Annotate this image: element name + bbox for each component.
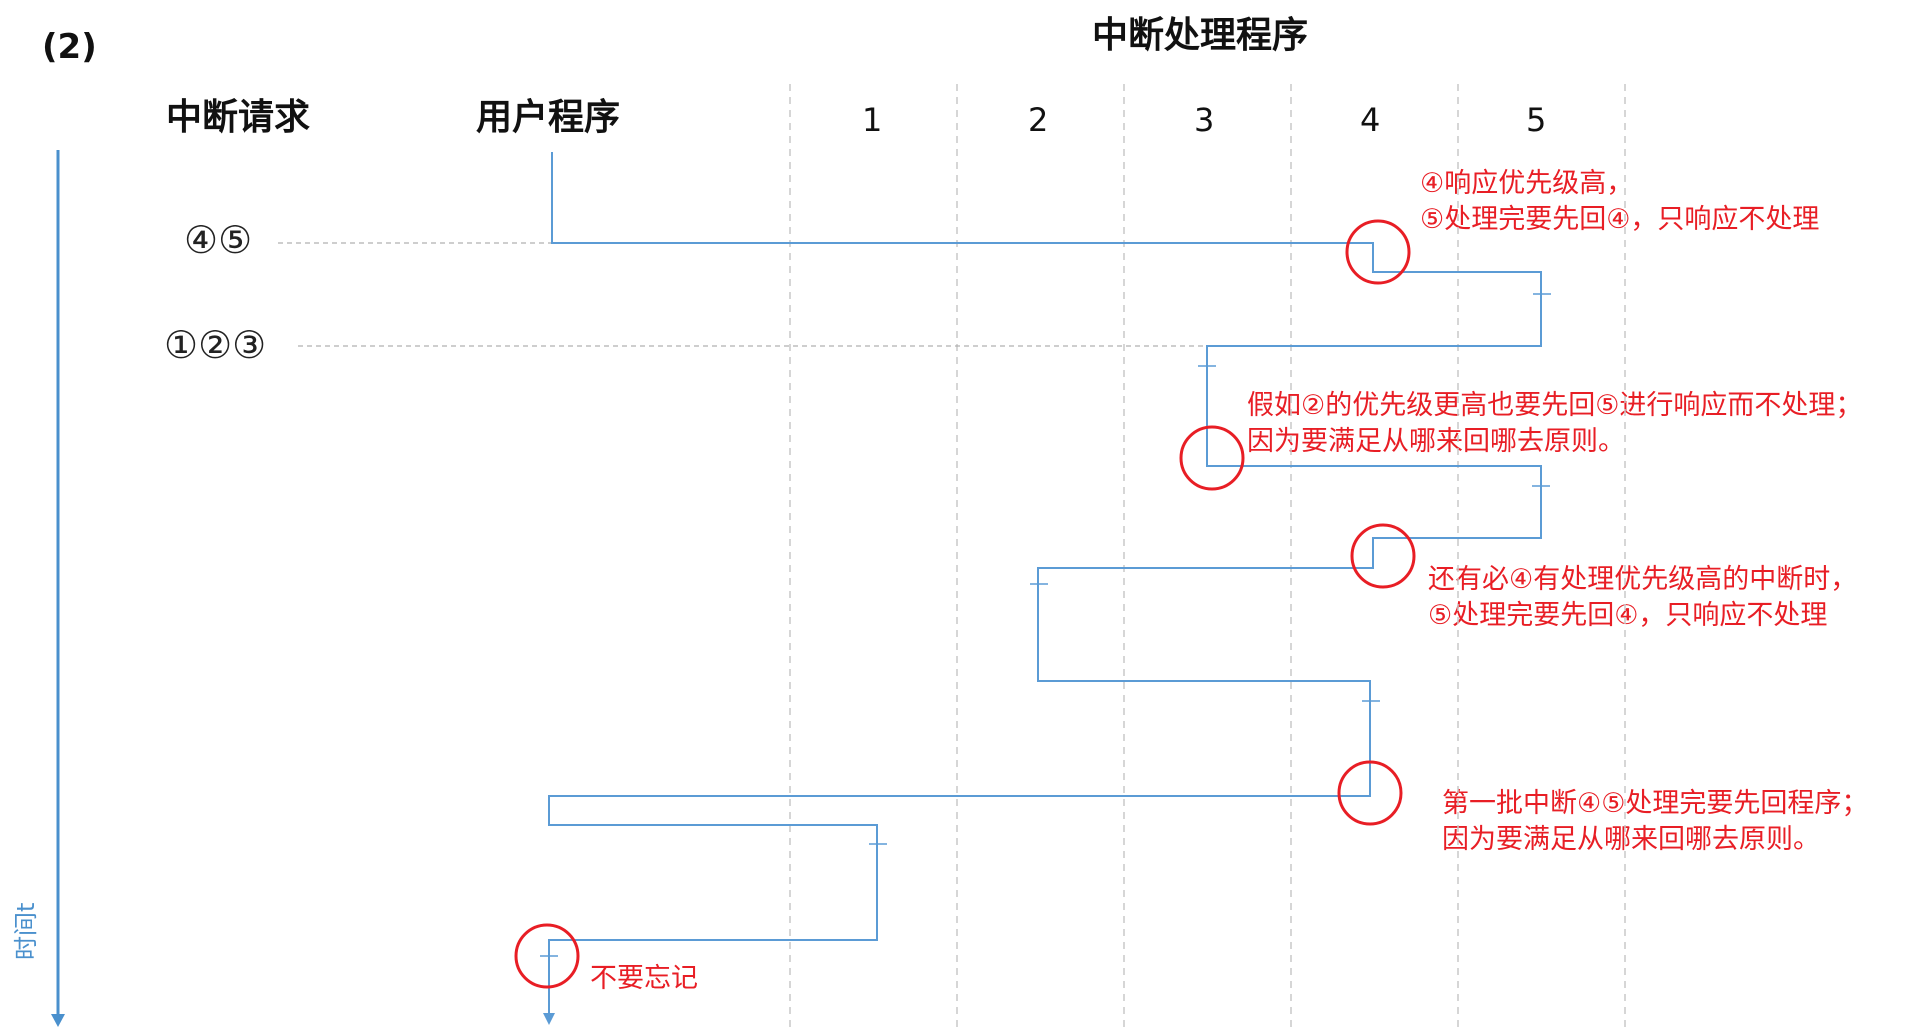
annotation-note-3: 还有必④有处理优先级高的中断时， ⑤处理完要先回④，只响应不处理 <box>1428 562 1857 634</box>
column-header-3: 3 <box>1194 101 1215 139</box>
annotation-note-5-line-1: 不要忘记 <box>590 963 698 994</box>
execution-flow-path <box>548 152 1542 1016</box>
annotation-note-4-line-1: 第一批中断④⑤处理完要先回程序； <box>1442 788 1869 819</box>
column-header-2: 2 <box>1028 101 1049 139</box>
annotation-note-1-line-2: ⑤处理完要先回④，只响应不处理 <box>1420 204 1820 235</box>
annotation-note-2-line-1: 假如②的优先级更高也要先回⑤进行响应而不处理； <box>1247 390 1863 421</box>
column-header-4: 4 <box>1360 101 1381 139</box>
time-axis-arrow <box>51 1014 65 1027</box>
request-group-1-2-3: ①②③ <box>164 323 267 367</box>
request-group-4-5: ④⑤ <box>184 218 253 262</box>
highlight-circle-2 <box>1179 425 1245 491</box>
column-header-5: 5 <box>1526 101 1547 139</box>
highlight-circle-5 <box>514 923 580 989</box>
user-program-end-arrow <box>543 1013 555 1025</box>
header-user-program: 用户程序 <box>476 97 621 138</box>
annotation-note-1: ④响应优先级高， ⑤处理完要先回④，只响应不处理 <box>1420 166 1819 238</box>
annotation-note-3-line-2: ⑤处理完要先回④，只响应不处理 <box>1428 600 1828 631</box>
highlight-circles <box>514 219 1416 989</box>
part-label: (2) <box>42 27 97 67</box>
annotation-note-4: 第一批中断④⑤处理完要先回程序； 因为要满足从哪来回哪去原则。 <box>1442 786 1868 858</box>
header-interrupt-requests: 中断请求 <box>166 97 311 138</box>
time-axis <box>51 150 65 1027</box>
breakpoint-ticks <box>540 293 1551 957</box>
column-header-1: 1 <box>862 101 883 139</box>
annotation-note-4-line-2: 因为要满足从哪来回哪去原则。 <box>1442 824 1820 855</box>
highlight-circle-1 <box>1345 219 1411 285</box>
column-grid <box>789 84 1626 1027</box>
annotation-note-1-line-1: ④响应优先级高， <box>1420 168 1634 199</box>
diagram-title: 中断处理程序 <box>1092 15 1309 56</box>
annotation-note-2-line-2: 因为要满足从哪来回哪去原则。 <box>1247 426 1625 457</box>
annotation-note-5: 不要忘记 <box>590 961 698 997</box>
annotation-note-3-line-1: 还有必④有处理优先级高的中断时， <box>1428 564 1858 595</box>
highlight-circle-3 <box>1350 523 1416 589</box>
highlight-circle-4 <box>1337 760 1403 826</box>
annotation-note-2: 假如②的优先级更高也要先回⑤进行响应而不处理； 因为要满足从哪来回哪去原则。 <box>1247 388 1862 460</box>
